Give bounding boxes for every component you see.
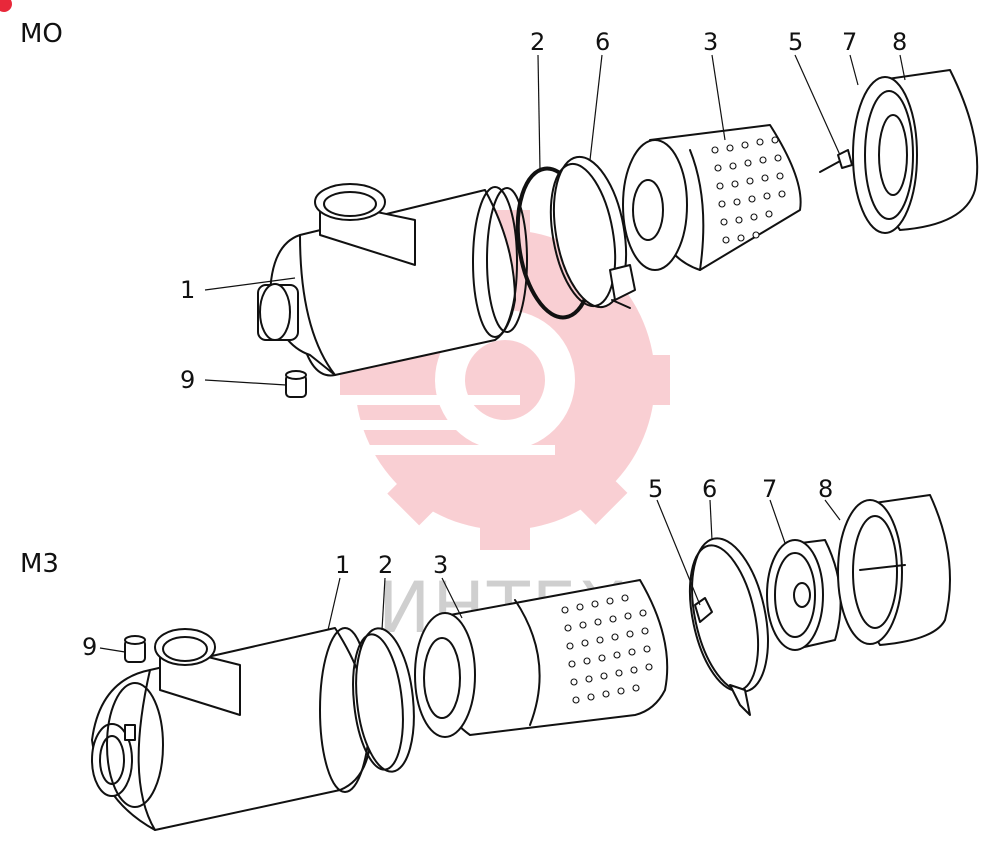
mo-filter-element bbox=[622, 124, 802, 271]
m3-callout-6: 6 bbox=[702, 475, 717, 503]
m3-inner-cup bbox=[766, 539, 842, 651]
mo-wing-screw bbox=[819, 149, 853, 173]
mo-drain-valve bbox=[285, 370, 307, 398]
m3-callout-9: 9 bbox=[82, 633, 97, 661]
mo-callout-1: 1 bbox=[180, 276, 195, 304]
mo-leader-lines bbox=[204, 54, 906, 386]
m3-clamp-band bbox=[688, 537, 769, 716]
mo-housing bbox=[257, 183, 528, 377]
assembly-title-mo: MO bbox=[20, 19, 63, 49]
corner-marker-icon bbox=[0, 0, 12, 12]
m3-dust-cup bbox=[837, 494, 951, 646]
m3-drain-valve bbox=[124, 635, 146, 663]
m3-callout-5: 5 bbox=[648, 475, 663, 503]
mo-callout-3: 3 bbox=[703, 28, 718, 56]
mo-assembly bbox=[257, 69, 979, 398]
mo-callout-2: 2 bbox=[530, 28, 545, 56]
mo-callout-9: 9 bbox=[180, 366, 195, 394]
assembly-title-m3: M3 bbox=[20, 549, 59, 579]
mo-callout-8: 8 bbox=[892, 28, 907, 56]
mo-callout-labels: 1 2 3 5 6 7 8 9 bbox=[180, 28, 907, 394]
m3-callout-labels: 1 2 3 5 6 7 8 9 bbox=[82, 475, 833, 661]
m3-seal-ring bbox=[352, 627, 415, 773]
m3-assembly bbox=[91, 494, 951, 831]
m3-filter-element bbox=[414, 579, 669, 738]
m3-callout-7: 7 bbox=[762, 475, 777, 503]
m3-callout-2: 2 bbox=[378, 551, 393, 579]
mo-callout-6: 6 bbox=[595, 28, 610, 56]
m3-callout-1: 1 bbox=[335, 551, 350, 579]
m3-callout-3: 3 bbox=[433, 551, 448, 579]
mo-dust-cup bbox=[852, 69, 979, 234]
mo-callout-5: 5 bbox=[788, 28, 803, 56]
mo-callout-7: 7 bbox=[842, 28, 857, 56]
mo-clamp-band bbox=[549, 155, 636, 309]
m3-callout-8: 8 bbox=[818, 475, 833, 503]
m3-leader-lines bbox=[99, 499, 841, 653]
